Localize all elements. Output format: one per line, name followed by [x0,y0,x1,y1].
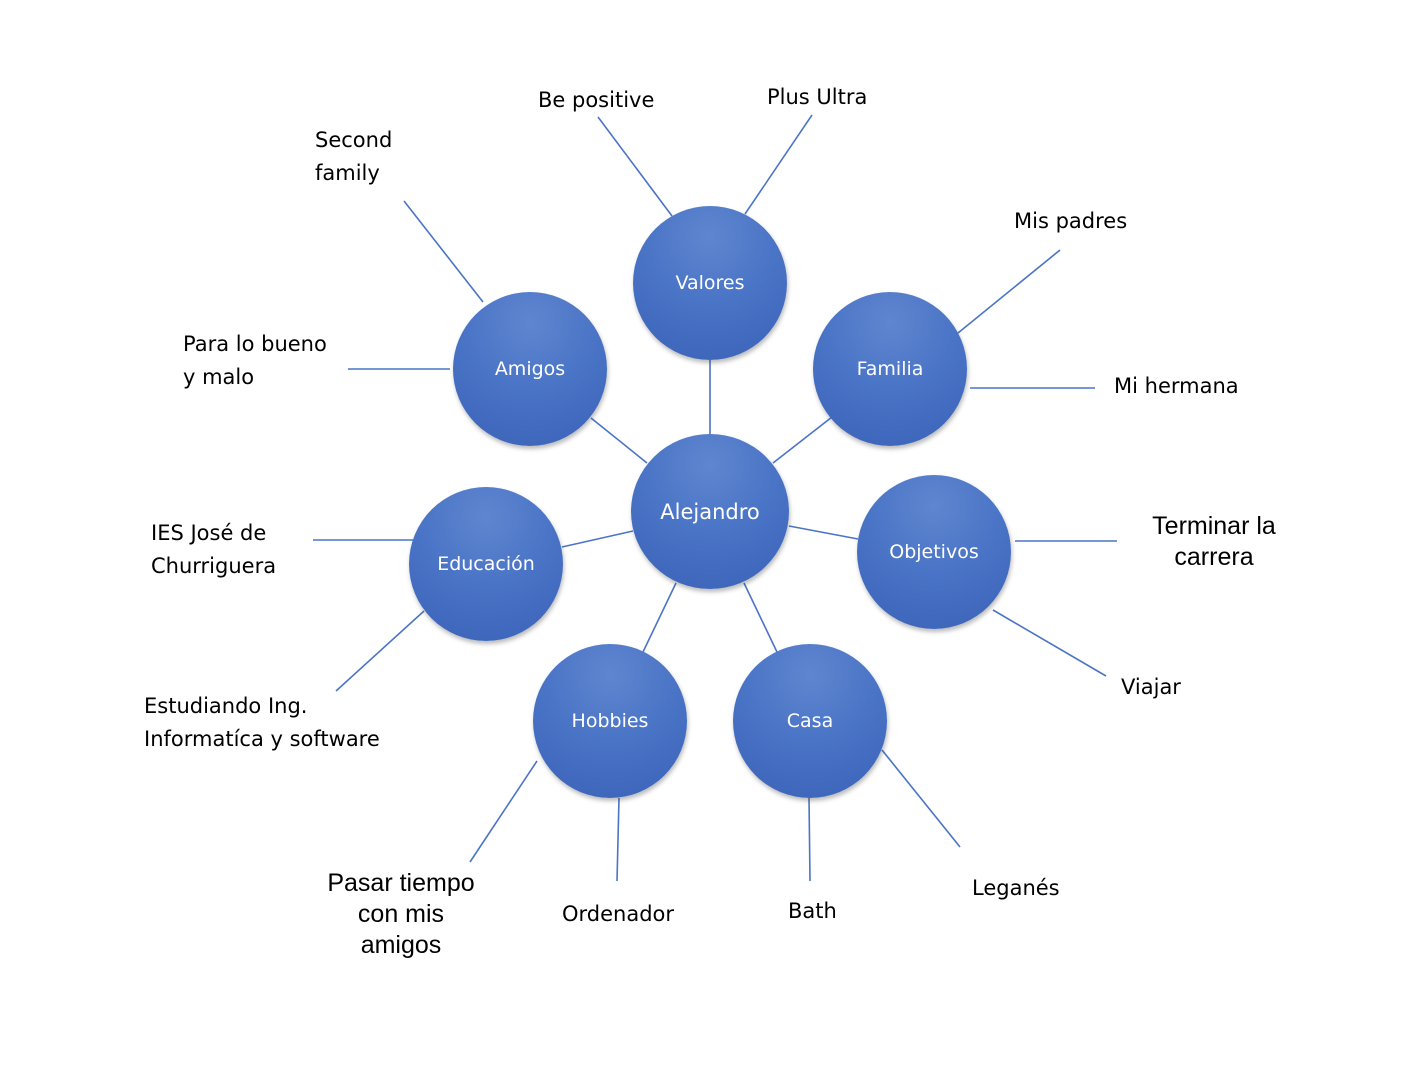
leaf-leganes: Leganés [972,876,1060,900]
leaf-be-positive: Be positive [538,88,655,112]
connector-hobbies-ordenador [616,797,620,882]
node-familia: Familia [813,292,967,446]
leaf-second-family: Second family [315,128,393,185]
leaf-pasar-tiempo: Pasar tiempo con mis amigos [327,869,475,959]
node-amigos: Amigos [453,292,607,446]
node-casa: Casa [733,644,887,798]
connector-familia-mis-padres [957,249,1061,334]
leaf-bath: Bath [788,899,837,923]
connector-valores-be-positive [597,116,673,217]
connector-center-hobbies [642,582,677,653]
node-objetivos: Objetivos [857,475,1011,629]
leaf-viajar: Viajar [1121,675,1181,699]
leaf-mis-padres: Mis padres [1014,209,1128,233]
connector-center-amigos [590,417,648,464]
leaf-mi-hermana: Mi hermana [1114,374,1239,398]
node-educacion: Educación [409,487,563,641]
connector-center-educacion [561,530,634,548]
connector-center-casa [743,582,778,653]
connector-center-objetivos [788,525,859,540]
leaf-estudiando-ing: Estudiando Ing. Informatíca y software [144,694,380,751]
connector-casa-leganes [881,749,961,848]
connector-amigos-second-family [403,200,484,303]
node-valores: Valores [633,206,787,360]
connector-valores-plus-ultra [744,114,813,215]
leaf-para-lo-bueno: Para lo bueno y malo [183,332,327,389]
node-hobbies: Hobbies [533,644,687,798]
connector-center-familia [772,416,833,464]
leaf-ordenador: Ordenador [562,902,675,926]
connector-objetivos-viajar [992,609,1107,677]
connector-hobbies-pasar-tiempo [469,760,538,863]
leaf-ies-jose-de-churriguera: IES José de Churriguera [151,521,277,578]
leaf-plus-ultra: Plus Ultra [767,85,868,109]
center-node-alejandro: Alejandro [631,434,789,589]
connector-casa-bath [808,797,811,882]
connector-educacion-estudiando [335,610,425,692]
leaf-terminar-la-carrera: Terminar la carrera [1152,512,1276,571]
